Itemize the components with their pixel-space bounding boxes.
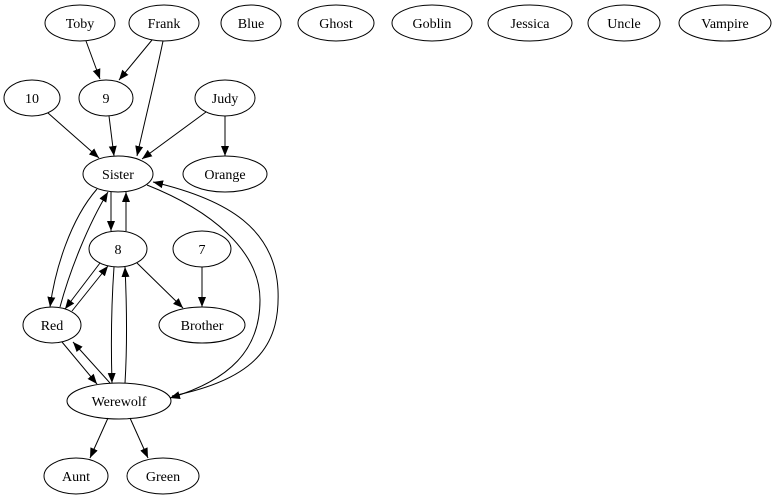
node-label: Toby bbox=[66, 17, 95, 32]
node-label: 8 bbox=[115, 243, 122, 258]
node-blue[interactable]: Blue bbox=[220, 4, 282, 42]
node-7[interactable]: 7 bbox=[172, 230, 232, 268]
node-orange[interactable]: Orange bbox=[182, 155, 268, 193]
node-label: Blue bbox=[238, 17, 264, 32]
nodes: Toby Frank Blue Ghost Goblin Jessica Unc… bbox=[3, 4, 772, 495]
node-label: 9 bbox=[103, 92, 110, 107]
node-label: Red bbox=[41, 319, 64, 334]
node-label: Ghost bbox=[319, 17, 353, 32]
edge-8-red bbox=[64, 262, 101, 310]
node-label: Goblin bbox=[413, 17, 452, 32]
node-red[interactable]: Red bbox=[22, 306, 82, 344]
edge-werewolf-red bbox=[72, 341, 111, 384]
node-label: Werewolf bbox=[92, 395, 147, 410]
node-label: Vampire bbox=[701, 17, 748, 32]
edge-red-8 bbox=[71, 265, 109, 312]
edge-werewolf-8 bbox=[121, 266, 130, 384]
edge-frank-sister bbox=[135, 40, 164, 157]
edge-frank-9 bbox=[118, 39, 153, 81]
node-label: Aunt bbox=[62, 470, 90, 485]
edge-werewolf-aunt bbox=[89, 417, 109, 459]
node-brother[interactable]: Brother bbox=[158, 306, 246, 344]
edge-9-sister bbox=[108, 115, 117, 157]
node-frank[interactable]: Frank bbox=[128, 4, 200, 42]
node-goblin[interactable]: Goblin bbox=[391, 4, 473, 42]
node-label: Green bbox=[146, 470, 180, 485]
node-sister[interactable]: Sister bbox=[82, 155, 154, 193]
node-green[interactable]: Green bbox=[126, 457, 200, 495]
edge-judy-sister bbox=[141, 111, 207, 160]
node-jessica[interactable]: Jessica bbox=[487, 4, 573, 42]
node-judy[interactable]: Judy bbox=[194, 79, 256, 117]
edge-sister-werewolf bbox=[146, 184, 261, 399]
node-label: Judy bbox=[212, 92, 238, 107]
node-label: Frank bbox=[148, 17, 181, 32]
edge-werewolf-green bbox=[129, 417, 149, 459]
edge-red-sister bbox=[59, 191, 109, 308]
edge-8-werewolf bbox=[107, 266, 116, 384]
edge-toby-9 bbox=[85, 40, 101, 80]
node-label: 10 bbox=[25, 92, 39, 107]
node-label: Uncle bbox=[607, 17, 640, 32]
node-uncle[interactable]: Uncle bbox=[587, 4, 661, 42]
node-label: Orange bbox=[204, 168, 245, 183]
node-aunt[interactable]: Aunt bbox=[43, 457, 109, 495]
node-toby[interactable]: Toby bbox=[44, 4, 116, 42]
node-label: Sister bbox=[102, 168, 134, 183]
edge-werewolf-sister bbox=[152, 180, 279, 397]
node-label: Brother bbox=[181, 319, 224, 334]
node-label: Jessica bbox=[511, 17, 551, 32]
edge-10-sister bbox=[47, 112, 100, 159]
node-10[interactable]: 10 bbox=[3, 79, 61, 117]
node-8[interactable]: 8 bbox=[88, 230, 148, 268]
node-vampire[interactable]: Vampire bbox=[678, 4, 772, 42]
node-ghost[interactable]: Ghost bbox=[297, 4, 375, 42]
edge-sister-red bbox=[47, 188, 98, 308]
node-9[interactable]: 9 bbox=[78, 79, 134, 117]
node-werewolf[interactable]: Werewolf bbox=[66, 382, 172, 420]
node-label: 7 bbox=[199, 243, 206, 258]
edges bbox=[47, 39, 279, 459]
edge-red-werewolf bbox=[61, 341, 98, 385]
edge-8-brother bbox=[136, 262, 184, 309]
